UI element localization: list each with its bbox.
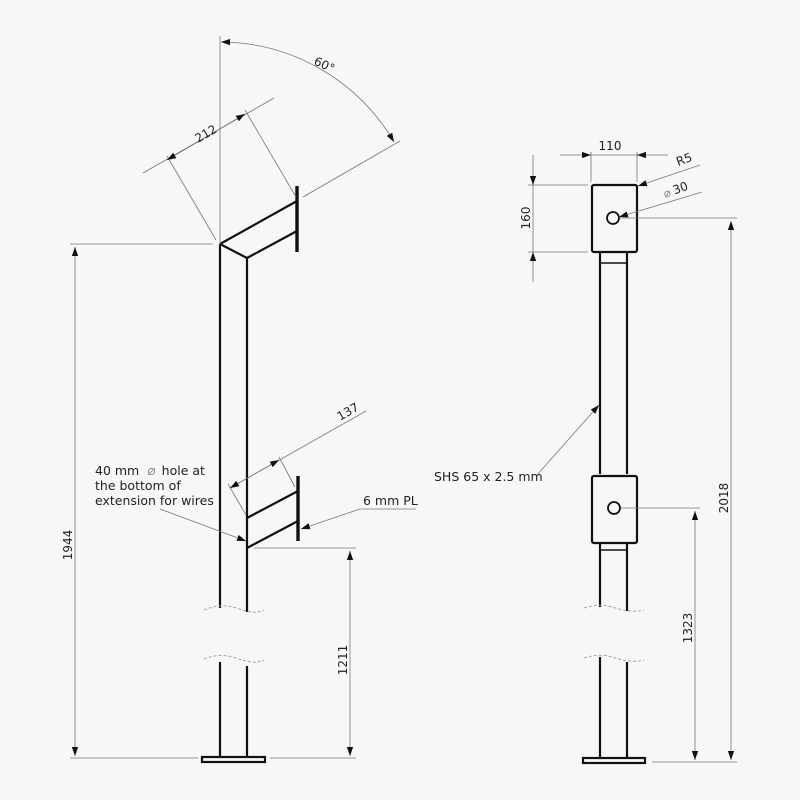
hole-diameter-label: 30 [671,179,690,197]
side-upper-arm [219,186,299,259]
lower-arm-length-label: 137 [335,400,362,424]
lower-arm-height-label: 1211 [336,645,350,676]
hole-note-size: 40 mm [95,463,139,478]
hole-note-line2: the bottom of [95,478,181,493]
svg-text:⌀30: ⌀30 [661,179,690,201]
side-post [200,244,267,764]
front-view: 110 160 R5 ⌀30 SHS 65 x 2.5 mm [434,139,737,765]
front-post [581,252,647,765]
angle-dimension: 60° [219,36,401,244]
angle-label: 60° [312,54,337,76]
section-note: SHS 65 x 2.5 mm [434,404,600,484]
bracket-height-dimension: 160 [519,155,588,282]
lower-hole-height-label: 1323 [681,613,695,644]
arm-length-label: 212 [193,122,220,146]
lower-arm-height-dimension: 1211 [254,547,356,759]
section-note-label: SHS 65 x 2.5 mm [434,469,543,484]
bracket-height-label: 160 [519,207,533,230]
hole-note-line3: extension for wires [95,493,214,508]
arm-length-dimension: 212 [142,97,297,241]
bracket-width-dimension: 110 [560,139,668,182]
side-view: 60° 212 137 1944 [61,36,418,764]
corner-radius-note: R5 [637,150,701,187]
plate-note-label: 6 mm PL [363,493,418,508]
hole-note: 40 mm ⌀ hole at the bottom of extension fo… [95,463,247,542]
upper-bracket-plate [590,183,639,254]
overall-height-dimension: 1944 [61,243,213,759]
upper-hole-height-dimension: 2018 [620,217,737,763]
upper-hole-height-label: 2018 [717,483,731,514]
lower-bracket-plate [590,474,639,545]
diameter-symbol-icon: ⌀ [661,185,673,201]
lower-hole-height-dimension: 1323 [621,507,700,760]
diameter-symbol-icon: ⌀ [147,463,156,479]
overall-height-label: 1944 [61,530,75,561]
side-lower-arm [246,476,300,549]
hole-note-text: hole at [162,463,205,478]
corner-radius-label: R5 [674,150,694,169]
plate-note: 6 mm PL [300,493,418,530]
hole-diameter-note: ⌀30 [618,179,703,218]
bracket-width-label: 110 [599,139,622,153]
svg-text:40 mm⌀hole at: 40 mm ⌀ hole at [95,463,205,479]
